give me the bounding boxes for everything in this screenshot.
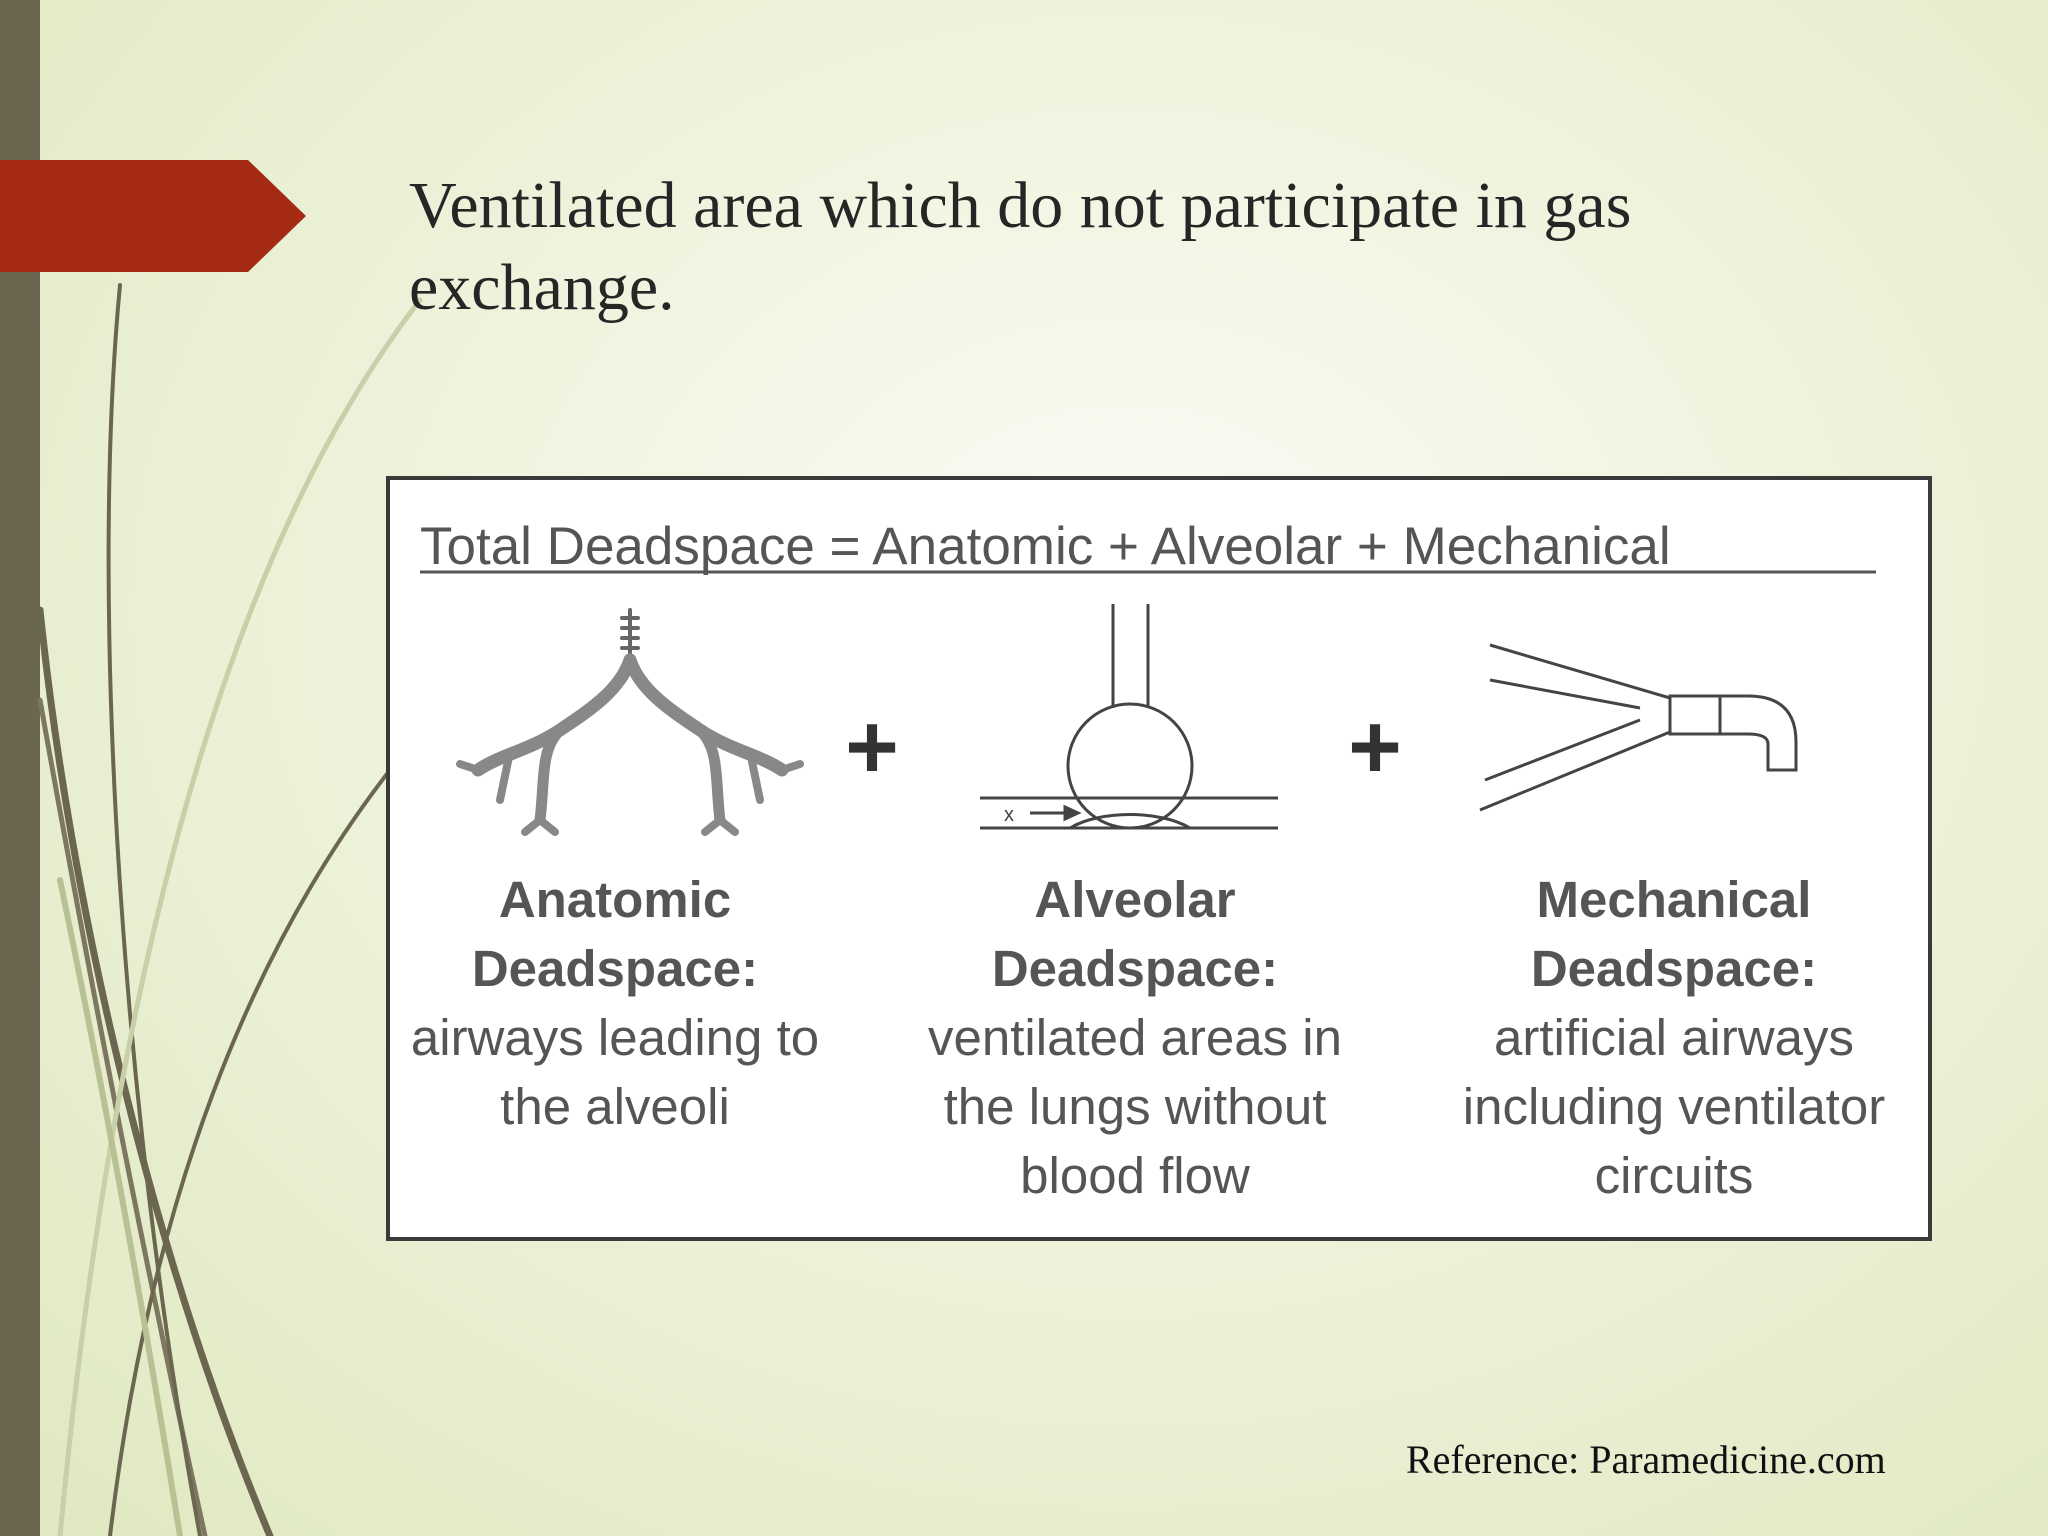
- alveolus-icon: [980, 604, 1278, 830]
- alveolar-subtitle: Deadspace:: [991, 940, 1279, 997]
- sidebar-swoosh-lines: [36, 283, 423, 1536]
- plus-sign-2: +: [1348, 696, 1402, 798]
- deadspace-formula: Total Deadspace = Anatomic + Alveolar + …: [420, 517, 1671, 576]
- flow-label: x: [1004, 804, 1014, 826]
- slide-title: Ventilated area which do not participate…: [409, 169, 1632, 324]
- anatomic-subtitle: Deadspace:: [471, 940, 759, 997]
- mechanical-caption: Mechanical Deadspace: artificial airways…: [1424, 865, 1924, 1210]
- title-arrow-marker: [0, 160, 306, 272]
- deadspace-diagram: x + + Total Deadspace = Anatomic + Alveo…: [386, 476, 1932, 1241]
- anatomic-caption: Anatomic Deadspace: airways leading to t…: [410, 865, 820, 1141]
- mechanical-title: Mechanical: [1536, 871, 1812, 928]
- alveolar-title: Alveolar: [1034, 871, 1236, 928]
- bronchial-tree-icon: [456, 608, 804, 836]
- mechanical-description: artificial airways including ventilator …: [1462, 1009, 1886, 1204]
- alveolar-caption: Alveolar Deadspace: ventilated areas in …: [890, 865, 1380, 1210]
- alveolar-description: ventilated areas in the lungs without bl…: [928, 1009, 1342, 1204]
- diagram-illustrations: x + +: [420, 570, 1876, 836]
- reference-text: Reference: Paramedicine.com: [1406, 1437, 1886, 1482]
- mechanical-subtitle: Deadspace:: [1530, 940, 1818, 997]
- ventilator-circuit-icon: [1479, 643, 1798, 812]
- anatomic-description: airways leading to the alveoli: [410, 1009, 820, 1135]
- plus-sign-1: +: [845, 696, 899, 798]
- anatomic-title: Anatomic: [498, 871, 732, 928]
